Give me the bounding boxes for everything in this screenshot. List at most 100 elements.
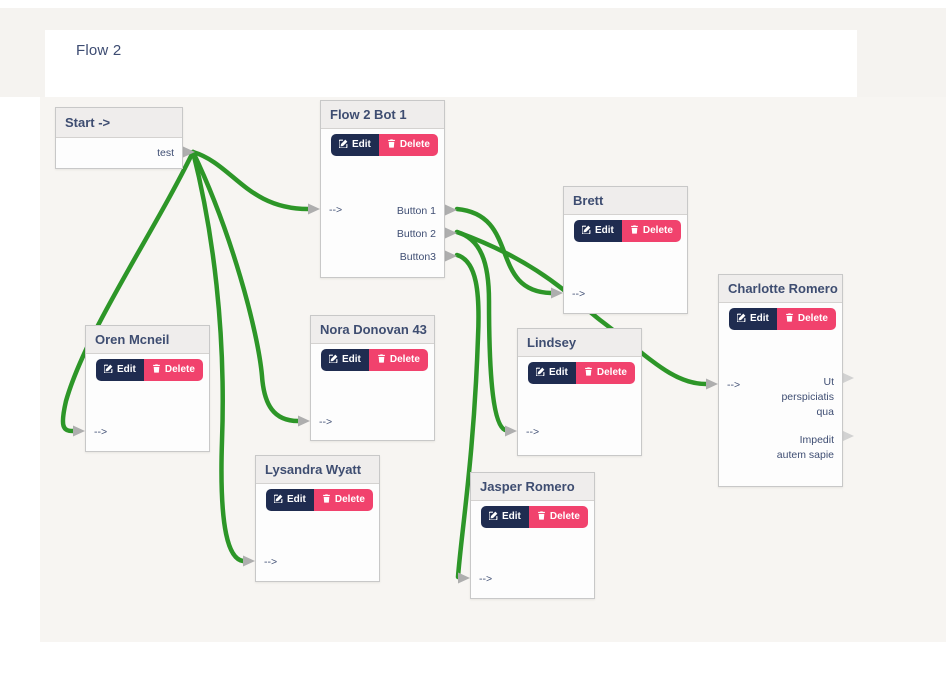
delete-button[interactable]: Delete (575, 362, 635, 384)
input-label: --> (329, 204, 343, 216)
node-title-lysandra-wyatt: Lysandra Wyatt (256, 456, 379, 484)
connection-start-test-to-lysandra-wyatt-input (190, 149, 246, 564)
button-label: Edit (117, 364, 136, 375)
button-label: Delete (399, 139, 430, 150)
pencil-square-icon (488, 511, 498, 523)
node-title-charlotte-romero: Charlotte Romero (719, 275, 842, 303)
edit-button[interactable]: Edit (96, 359, 144, 381)
input-label: --> (319, 416, 333, 428)
delete-button[interactable]: Delete (776, 308, 836, 330)
output-endpoint-button3[interactable] (445, 250, 457, 262)
output-label-button-1: Button 1 (396, 205, 436, 217)
node-actions: Edit Delete (321, 349, 428, 371)
flow-node-nora-donovan-43[interactable]: Nora Donovan 43 Edit Delete --> (310, 315, 435, 441)
output-label-button3: Button3 (399, 251, 436, 263)
node-title-lindsey: Lindsey (518, 329, 641, 357)
delete-button[interactable]: Delete (528, 506, 588, 528)
connection-flow-2-bot-1-Button-2-to-charlotte-romero-input (454, 229, 709, 387)
input-label: --> (572, 288, 586, 300)
input-label: --> (727, 379, 741, 391)
delete-button[interactable]: Delete (143, 359, 203, 381)
delete-button[interactable]: Delete (313, 489, 373, 511)
button-label: Edit (595, 225, 614, 236)
page-title: Flow 2 (76, 42, 122, 59)
trash-icon (377, 353, 386, 366)
input-endpoint-flow-2-bot-1[interactable] (308, 203, 320, 215)
pencil-square-icon (535, 367, 545, 379)
input-endpoint-lindsey[interactable] (505, 425, 517, 437)
input-label: --> (479, 573, 493, 585)
button-label: Edit (342, 354, 361, 365)
delete-button[interactable]: Delete (378, 134, 438, 156)
input-label: --> (526, 426, 540, 438)
button-label: Edit (502, 511, 521, 522)
flow-node-start[interactable]: Start -> test (55, 107, 183, 169)
connection-flow-2-bot-1-Button-2-to-lindsey-input (454, 229, 508, 433)
input-label: --> (264, 556, 278, 568)
button-label: Edit (352, 139, 371, 150)
output-endpoint-text[interactable] (842, 430, 854, 442)
connection-start-test-to-oren-mcneil-input (60, 149, 196, 434)
button-label: Delete (164, 364, 195, 375)
input-endpoint-nora-donovan-43[interactable] (298, 415, 310, 427)
trash-icon (387, 138, 396, 151)
input-label: --> (94, 426, 108, 438)
output-endpoint-test[interactable] (183, 146, 195, 158)
node-actions: Edit Delete (481, 506, 588, 528)
edit-button[interactable]: Edit (528, 362, 576, 384)
input-endpoint-jasper-romero[interactable] (458, 572, 470, 584)
pencil-square-icon (736, 313, 746, 325)
edit-button[interactable]: Edit (331, 134, 379, 156)
node-title-start: Start -> (56, 108, 182, 138)
connection-start-test-to-nora-donovan-43-input (190, 149, 301, 424)
button-label: Edit (750, 313, 769, 324)
title-panel: Flow 2 (45, 30, 857, 97)
output-text-block: Ut perspiciatis qua (781, 376, 834, 418)
delete-button[interactable]: Delete (621, 220, 681, 242)
trash-icon (785, 312, 794, 325)
node-title-brett: Brett (564, 187, 687, 215)
node-title-nora-donovan-43: Nora Donovan 43 (311, 316, 434, 344)
trash-icon (630, 224, 639, 237)
node-actions: Edit Delete (729, 308, 836, 330)
input-endpoint-lysandra-wyatt[interactable] (243, 555, 255, 567)
button-label: Edit (549, 367, 568, 378)
edit-button[interactable]: Edit (266, 489, 314, 511)
node-title-oren-mcneil: Oren Mcneil (86, 326, 209, 354)
edit-button[interactable]: Edit (574, 220, 622, 242)
button-label: Delete (596, 367, 627, 378)
input-endpoint-brett[interactable] (551, 287, 563, 299)
pencil-square-icon (328, 354, 338, 366)
output-endpoint-text[interactable] (842, 372, 854, 384)
trash-icon (322, 493, 331, 506)
edit-button[interactable]: Edit (321, 349, 369, 371)
node-title-jasper-romero: Jasper Romero (471, 473, 594, 501)
pencil-square-icon (103, 364, 113, 376)
output-label-test: test (157, 147, 174, 159)
trash-icon (537, 510, 546, 523)
node-actions: Edit Delete (528, 362, 635, 384)
edit-button[interactable]: Edit (481, 506, 529, 528)
trash-icon (584, 366, 593, 379)
input-endpoint-charlotte-romero[interactable] (706, 378, 718, 390)
pencil-square-icon (581, 225, 591, 237)
output-endpoint-button-2[interactable] (445, 227, 457, 239)
button-label: Delete (334, 494, 365, 505)
node-actions: Edit Delete (574, 220, 681, 242)
trash-icon (152, 363, 161, 376)
delete-button[interactable]: Delete (368, 349, 428, 371)
button-label: Delete (549, 511, 580, 522)
output-endpoint-button-1[interactable] (445, 204, 457, 216)
connection-flow-2-bot-1-Button3-to-jasper-romero-input (454, 252, 481, 580)
input-endpoint-oren-mcneil[interactable] (73, 425, 85, 437)
edit-button[interactable]: Edit (729, 308, 777, 330)
connection-start-test-to-flow-2-bot-1-input (190, 149, 311, 212)
